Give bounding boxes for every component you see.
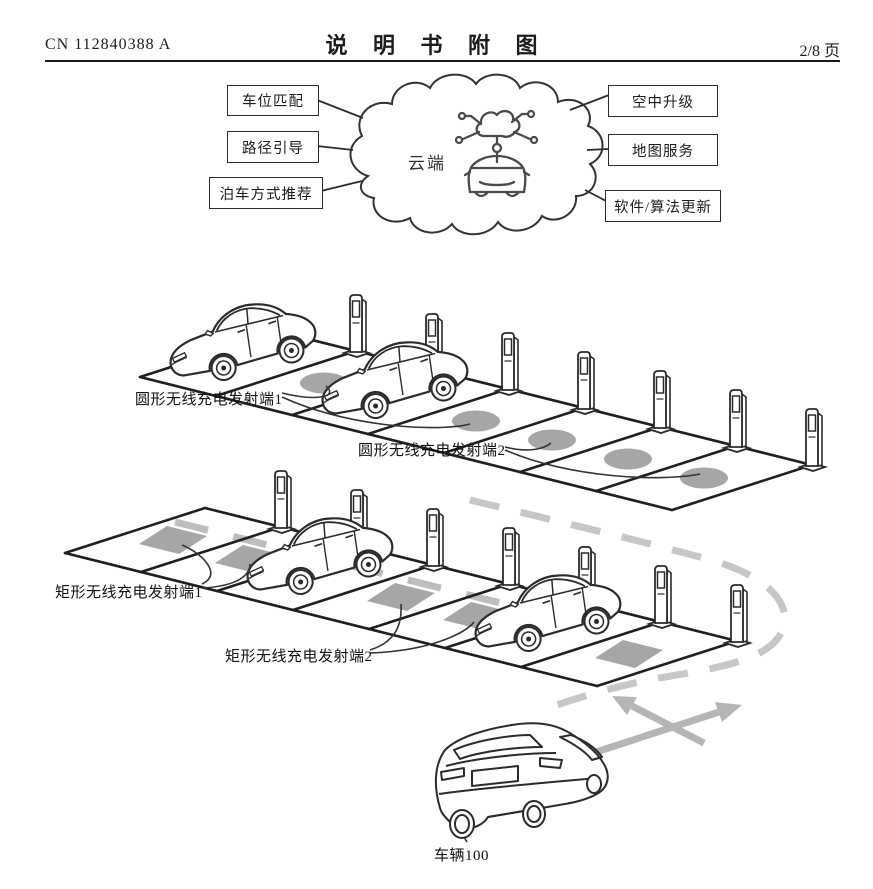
label-rectangular-transmitter-1: 矩形无线充电发射端1	[55, 585, 203, 601]
page-title: 说 明 书 附 图	[325, 33, 548, 58]
service-box-parking-match: 车位匹配	[227, 85, 319, 116]
service-label: 软件/算法更新	[613, 199, 713, 216]
leader-line	[281, 385, 331, 399]
service-box-map-service: 地图服务	[608, 134, 718, 166]
leader-line	[281, 396, 471, 429]
circular-charging-pad	[604, 448, 652, 470]
patent-number: CN 112840388 A	[45, 36, 172, 53]
direction-arrows	[588, 696, 742, 758]
leader-line	[369, 621, 475, 654]
header-rule	[45, 60, 840, 62]
rectangular-charging-pad	[595, 640, 663, 668]
service-box-sw-update: 软件/算法更新	[605, 190, 721, 222]
parked-car	[160, 291, 323, 392]
service-label: 车位匹配	[242, 94, 304, 110]
parking-row-1	[138, 291, 826, 512]
leader-line	[369, 603, 402, 651]
service-box-parking-mode: 泊车方式推荐	[209, 177, 323, 209]
label-rectangular-transmitter-2: 矩形无线充电发射端2	[225, 649, 373, 665]
page-indicator: 2/8 页	[799, 43, 840, 60]
service-label: 地图服务	[632, 143, 694, 160]
circular-charging-pad	[452, 410, 500, 432]
service-label: 泊车方式推荐	[219, 186, 313, 203]
circular-charging-pad	[680, 467, 728, 489]
circular-charging-pad	[528, 429, 576, 451]
leader-line	[181, 544, 212, 585]
arrow-head-icon	[612, 696, 637, 715]
leader-line	[504, 442, 552, 451]
label-circular-transmitter-1: 圆形无线充电发射端1	[135, 392, 283, 408]
service-box-path-guidance: 路径引导	[227, 131, 319, 163]
service-label: 路径引导	[242, 140, 304, 157]
cloud-connectors	[316, 94, 610, 203]
cloud-outline	[349, 73, 604, 236]
connected-car-cloud-icon	[454, 109, 539, 198]
parking-row-2	[63, 470, 751, 688]
cloud-shape	[316, 73, 610, 236]
service-box-ota-upgrade: 空中升级	[608, 85, 718, 117]
vehicle-100-car	[434, 722, 609, 839]
cloud-label: 云端	[408, 154, 446, 173]
leader-line	[504, 449, 701, 479]
label-circular-transmitter-2: 圆形无线充电发射端2	[358, 443, 506, 459]
label-vehicle-100: 车辆100	[434, 848, 490, 864]
service-label: 空中升级	[632, 94, 694, 111]
leader-line	[201, 563, 251, 589]
arrow-head-icon	[715, 702, 742, 722]
